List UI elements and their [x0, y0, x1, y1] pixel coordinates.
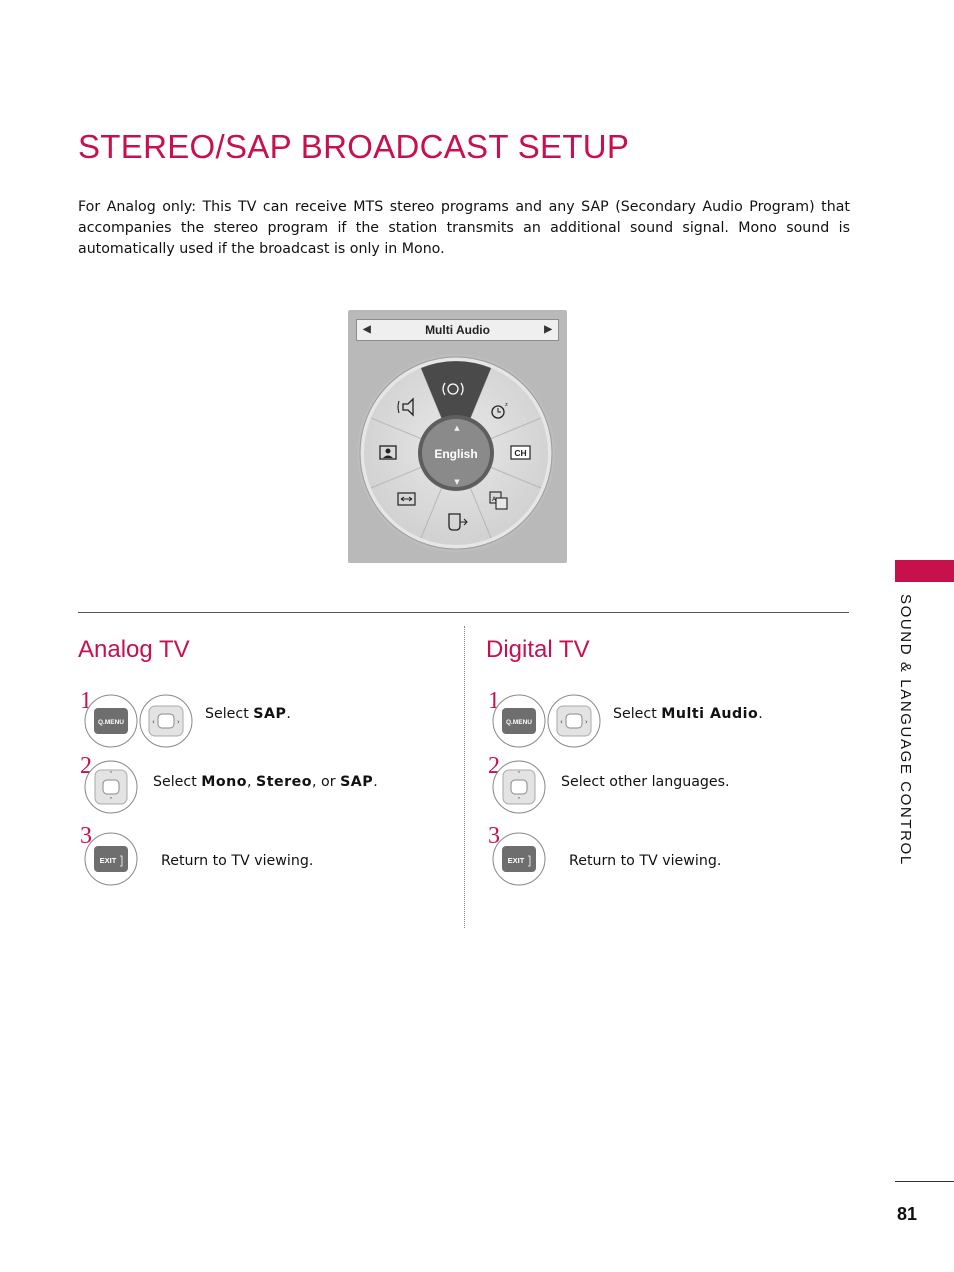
- side-section-label: SOUND & LANGUAGE CONTROL: [897, 594, 914, 866]
- nav-up-down-button: ˆ ˇ: [84, 760, 138, 814]
- step-number: 2: [80, 753, 92, 779]
- step-number: 2: [488, 753, 500, 779]
- digital-step-1-text: Select Multi Audio.: [613, 706, 763, 722]
- step-number: 3: [488, 823, 500, 849]
- section-divider: [78, 612, 849, 613]
- qmenu-button-label: Q.MENU: [506, 719, 532, 726]
- channel-icon: CH: [510, 445, 531, 460]
- digital-step-2-text: Select other languages.: [561, 774, 730, 790]
- center-value-label: English: [434, 447, 477, 461]
- digital-tv-heading: Digital TV: [486, 636, 590, 663]
- exit-button-label: EXIT: [100, 856, 117, 865]
- speaker-icon: [397, 397, 414, 417]
- svg-text:‹: ‹: [560, 718, 563, 726]
- step-number: 3: [80, 823, 92, 849]
- quick-menu-wheel: ▲ English ▼ z CH: [357, 354, 555, 552]
- caption-icon: A: [489, 491, 508, 510]
- qmenu-and-nav-buttons: Q.MENU ‹ ›: [84, 694, 193, 748]
- quick-menu-panel: ◀ Multi Audio ▶ ▲ English: [348, 310, 567, 563]
- column-divider: [464, 626, 465, 928]
- sleep-timer-icon: z: [491, 402, 508, 419]
- multi-audio-icon: [442, 382, 464, 396]
- intro-paragraph: For Analog only: This TV can receive MTS…: [78, 199, 850, 257]
- qmenu-and-nav-buttons: Q.MENU ‹ ›: [492, 694, 601, 748]
- svg-text:▼: ▼: [454, 478, 460, 486]
- svg-text:ˇ: ˇ: [109, 797, 113, 805]
- exit-button-label: EXIT: [508, 856, 525, 865]
- page-number: 81: [897, 1204, 918, 1224]
- analog-step-2-text: Select Mono, Stereo, or SAP.: [153, 774, 378, 790]
- svg-text:›: ›: [177, 718, 180, 726]
- svg-text:ˆ: ˆ: [517, 771, 521, 779]
- picture-icon: [379, 445, 397, 460]
- svg-text:›: ›: [585, 718, 588, 726]
- right-arrow-icon: ▶: [544, 324, 552, 335]
- aspect-ratio-icon: [397, 492, 416, 506]
- nav-up-down-button: ˆ ˇ: [492, 760, 546, 814]
- exit-button: EXIT: [84, 832, 138, 886]
- usb-icon: [448, 513, 468, 531]
- svg-text:ˇ: ˇ: [517, 797, 521, 805]
- analog-tv-heading: Analog TV: [78, 636, 190, 663]
- menu-header: ◀ Multi Audio ▶: [356, 319, 559, 341]
- page-title: STEREO/SAP BROADCAST SETUP: [78, 128, 630, 165]
- left-arrow-icon: ◀: [363, 324, 371, 335]
- svg-text:A: A: [492, 496, 497, 503]
- menu-header-label: Multi Audio: [425, 323, 490, 337]
- svg-text:ˆ: ˆ: [109, 771, 113, 779]
- channel-label: CH: [514, 448, 526, 458]
- svg-text:z: z: [505, 402, 508, 408]
- page-number-rule: [895, 1181, 954, 1182]
- analog-step-1-text: Select SAP.: [205, 706, 291, 722]
- svg-text:▲: ▲: [454, 424, 460, 432]
- exit-button: EXIT: [492, 832, 546, 886]
- qmenu-button-label: Q.MENU: [98, 719, 124, 726]
- svg-text:‹: ‹: [152, 718, 155, 726]
- digital-step-3-text: Return to TV viewing.: [569, 853, 722, 869]
- analog-step-3-text: Return to TV viewing.: [161, 853, 314, 869]
- section-tab: [895, 560, 954, 582]
